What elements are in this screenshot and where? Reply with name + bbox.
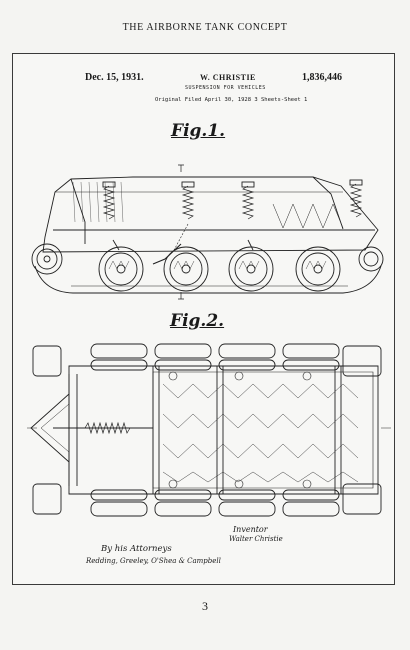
road-wheels <box>31 243 384 292</box>
patent-date: Dec. 15, 1931. <box>85 72 144 83</box>
attorneys-signature: Redding, Greeley, O'Shea & Campbell <box>86 557 221 565</box>
figure-1-side-elevation <box>31 164 384 300</box>
figure-2-plan-view <box>27 343 391 517</box>
top-wheel-row <box>32 343 382 377</box>
attorneys-label: By his Attorneys <box>101 544 172 554</box>
figure-2-title: Fig.2. <box>170 311 225 331</box>
patent-number: 1,836,446 <box>302 72 342 83</box>
inventor-signature: Walter Christie <box>229 535 283 543</box>
inventor-label: Inventor <box>233 525 268 534</box>
patent-inventor: W. CHRISTIE <box>200 73 256 82</box>
spring-group <box>102 183 363 220</box>
patent-drawing-sheet: Dec. 15, 1931. W. CHRISTIE 1,836,446 SUS… <box>12 53 395 585</box>
page-number: 3 <box>202 599 208 613</box>
patent-subject: SUSPENSION FOR VEHICLES <box>185 85 266 91</box>
running-head: THE AIRBORNE TANK CONCEPT <box>122 22 288 33</box>
patent-filing-line: Original Filed April 30, 1928 3 Sheets-S… <box>155 97 308 103</box>
bottom-wheel-row <box>32 483 382 517</box>
figure-1-title: Fig.1. <box>171 121 226 141</box>
